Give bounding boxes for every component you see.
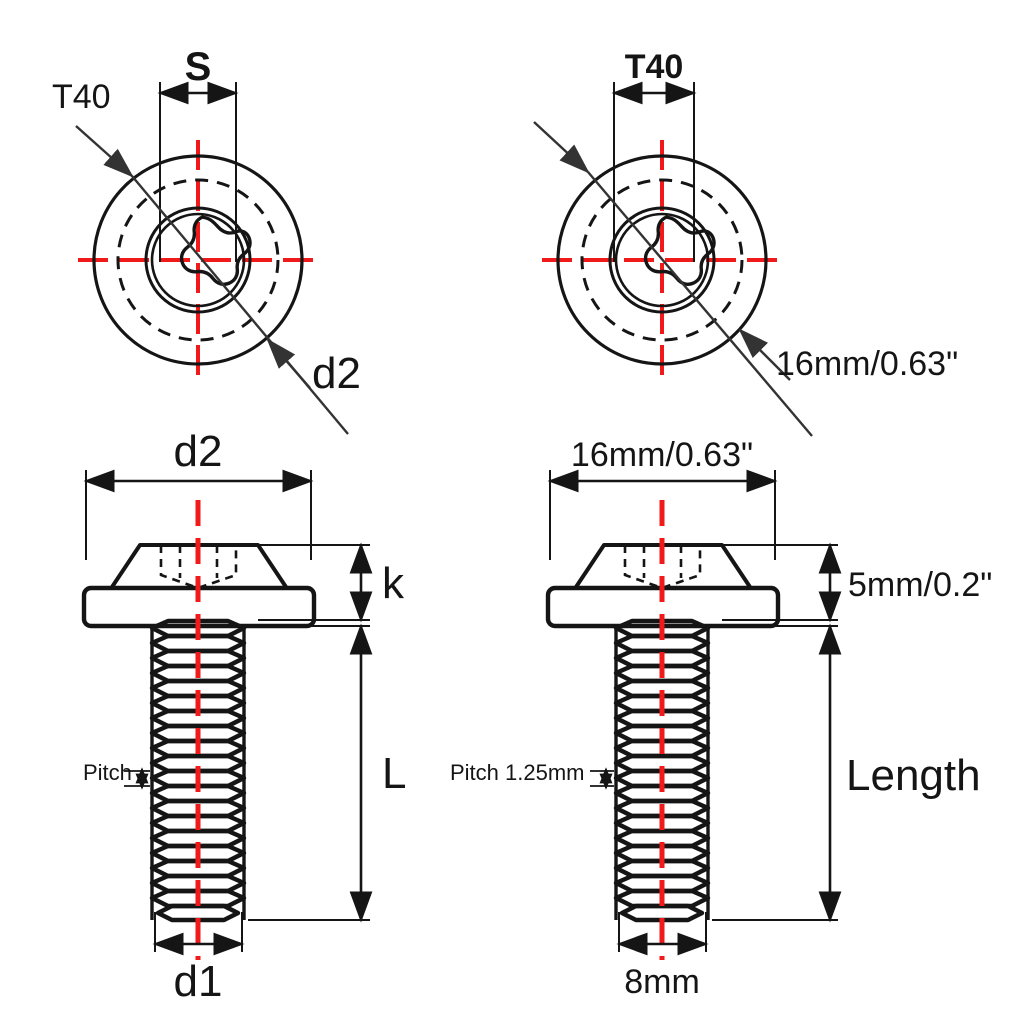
thread-diameter-label-sl: d1 xyxy=(174,957,223,1006)
pitch-label-sl: Pitch xyxy=(83,760,132,785)
flange-outer-circle-tl xyxy=(92,154,304,366)
leader-arrow-icon-flange-tl xyxy=(266,338,311,389)
threaded-shank-sl xyxy=(149,618,247,923)
pitch-label-sr: Pitch 1.25mm xyxy=(450,760,585,785)
leader-arrow-icon-start-tr xyxy=(533,121,590,174)
leader-arrow-icon-flange-tr xyxy=(738,328,791,381)
length-label-sl: L xyxy=(382,749,406,798)
drive-label-tr: T40 xyxy=(625,48,684,86)
head-height-label-sr: 5mm/0.2" xyxy=(848,566,992,604)
drive-label-tl: T40 xyxy=(52,78,111,116)
recess-inner-circle-tr xyxy=(614,212,710,308)
head-dome-dashed-circle-tr xyxy=(580,178,744,342)
leader-arrow-icon-drive-tl xyxy=(75,125,134,178)
flange-leader-label-tl: d2 xyxy=(312,349,361,398)
socket-size-label-tl: S xyxy=(185,45,212,89)
recess-inner-circle-tl xyxy=(150,212,246,308)
threaded-shank-sr xyxy=(613,618,711,923)
flange-leader-label-tr: 16mm/0.63" xyxy=(776,345,958,383)
leader-line-flange-tr xyxy=(587,171,813,437)
head-height-label-sl: k xyxy=(382,559,405,608)
torx-recess-hidden-lines-sl xyxy=(159,545,238,590)
view-top-right: T40 16mm/0.63" xyxy=(533,48,958,437)
flange-outer-circle-tr xyxy=(556,154,768,366)
view-side-left: d2 xyxy=(81,427,406,1006)
view-side-right: 16mm/0.63" xyxy=(450,436,992,1001)
thread-diameter-label-sr: 8mm xyxy=(624,963,700,1001)
flange-diameter-label-sr: 16mm/0.63" xyxy=(571,436,753,474)
flange-diameter-label-sl: d2 xyxy=(174,427,223,476)
view-top-left: S T40 d2 xyxy=(52,45,361,435)
recess-outer-circle-tr xyxy=(608,206,716,314)
head-dome-dashed-circle-tl xyxy=(116,178,280,342)
leader-line-drive-tl xyxy=(131,175,349,435)
length-label-sr: Length xyxy=(846,751,981,800)
recess-outer-circle-tl xyxy=(144,206,252,314)
torx-recess-hidden-lines-sr xyxy=(623,545,702,590)
